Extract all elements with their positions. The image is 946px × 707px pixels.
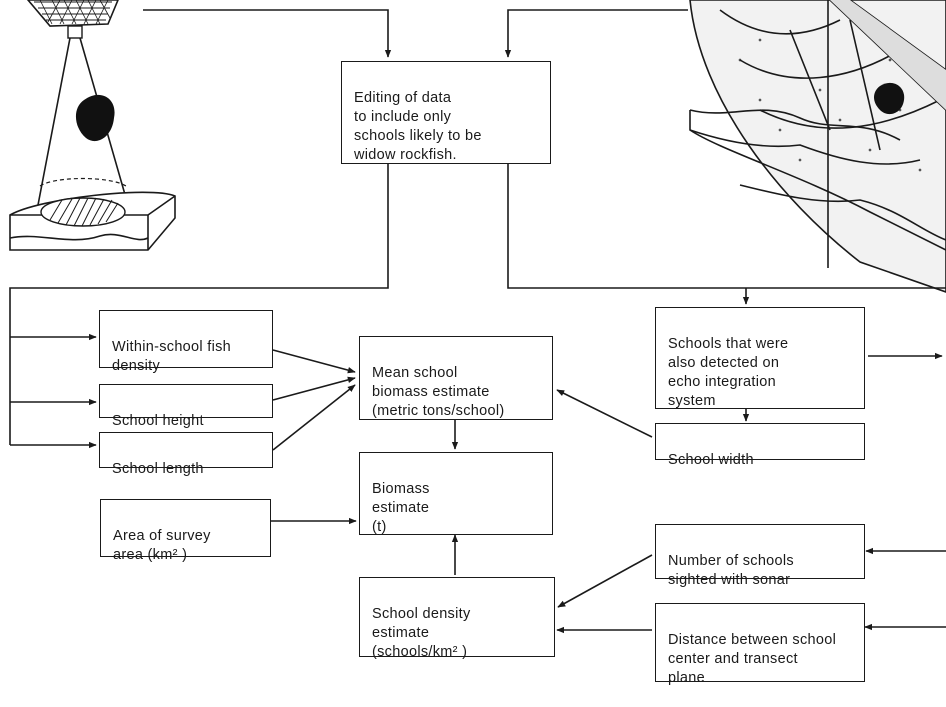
area-of-survey-text: Area of survey area (km² ) xyxy=(113,528,211,563)
biomass-estimate-text: Biomass estimate (t) xyxy=(372,481,430,535)
seabed-block xyxy=(9,177,176,251)
editing-of-data-box: Editing of data to include only schools … xyxy=(341,61,551,164)
sonar-illustration xyxy=(689,0,946,293)
schools-detected-text: Schools that were also detected on echo … xyxy=(668,336,789,409)
school-density-estimate-box: School density estimate (schools/km² ) xyxy=(359,577,555,660)
biomass-estimate-box: Biomass estimate (t) xyxy=(359,452,553,535)
school-density-estimate-text: School density estimate (schools/km² ) xyxy=(372,606,471,660)
number-of-schools-text: Number of schools sighted with sonar xyxy=(668,553,794,588)
within-school-density-text: Within-school fish density xyxy=(112,339,232,374)
flow-diagram xyxy=(9,0,946,634)
mean-school-biomass-box: Mean school biomass estimate (metric ton… xyxy=(359,336,553,420)
school-height-box: School height xyxy=(99,384,273,429)
school-length-box: School length xyxy=(99,432,273,477)
fish-school-icon xyxy=(874,82,905,115)
number-of-schools-box: Number of schools sighted with sonar xyxy=(655,524,865,588)
school-width-box: School width xyxy=(655,423,865,468)
area-of-survey-box: Area of survey area (km² ) xyxy=(100,499,271,563)
transducer-icon xyxy=(26,0,119,39)
schools-detected-box: Schools that were also detected on echo … xyxy=(655,307,865,409)
fish-school-icon xyxy=(75,94,115,142)
distance-between-text: Distance between school center and trans… xyxy=(668,632,837,686)
mean-school-biomass-text: Mean school biomass estimate (metric ton… xyxy=(372,365,505,419)
school-height-text: School height xyxy=(112,413,204,429)
echo-sounder-illustration xyxy=(9,0,176,251)
distance-between-box: Distance between school center and trans… xyxy=(655,603,865,686)
editing-of-data-text: Editing of data to include only schools … xyxy=(354,90,482,163)
school-width-text: School width xyxy=(668,452,754,468)
connectors xyxy=(9,9,946,634)
school-length-text: School length xyxy=(112,461,204,477)
within-school-density-box: Within-school fish density xyxy=(99,310,273,374)
